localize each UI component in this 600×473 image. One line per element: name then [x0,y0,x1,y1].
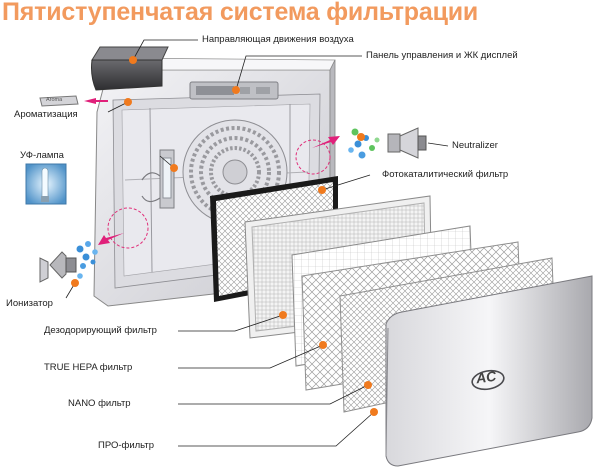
marker-photocatalytic [318,186,326,194]
neutralizer-part [387,127,427,159]
label-uv-lamp: УФ-лампа [20,150,64,161]
label-control-panel: Панель управления и ЖК дисплей [366,50,518,61]
uv-lamp-inset [25,163,67,205]
label-deodorizing: Дезодорирующий фильтр [44,325,157,336]
ac-logo-text: AC [474,367,498,387]
marker-nano [364,381,372,389]
ac-logo [471,369,505,391]
marker-hepa [319,341,327,349]
marker-air-guide [129,56,137,64]
neutralizer-particles [348,128,380,159]
neutralizer-highlight [295,139,331,175]
marker-deodorizing [279,311,287,319]
marker-pre-filter [370,408,378,416]
label-pre-filter: ПРО-фильтр [98,440,155,451]
marker-uv-lamp [170,164,178,172]
label-aroma: Ароматизация [14,109,78,120]
airflow-arrows [84,98,340,245]
marker-control-panel [232,86,240,94]
ionizer-part [39,251,77,283]
marker-aroma [124,98,132,106]
label-photocatalytic: Фотокаталитический фильтр [382,169,509,180]
front-panel [385,275,593,467]
aroma-cartridge [39,95,79,107]
label-neutralizer: Neutralizer [452,140,498,151]
label-ionizer: Ионизатор [6,298,53,309]
label-true-hepa: TRUE HEPA фильтр [44,362,133,373]
marker-dots [71,56,378,416]
page-title: Пятиступенчатая система фильтрации [2,0,479,26]
aroma-cartridge-label: Aroma [46,97,63,103]
marker-ionizer [71,279,79,287]
air-guide-part [91,46,169,91]
ion-particles-left [76,241,98,279]
marker-neutralizer [357,133,365,141]
label-nano: NANO фильтр [68,398,131,409]
ionizer-highlight [107,207,149,249]
label-air-guide: Направляющая движения воздуха [202,34,354,45]
